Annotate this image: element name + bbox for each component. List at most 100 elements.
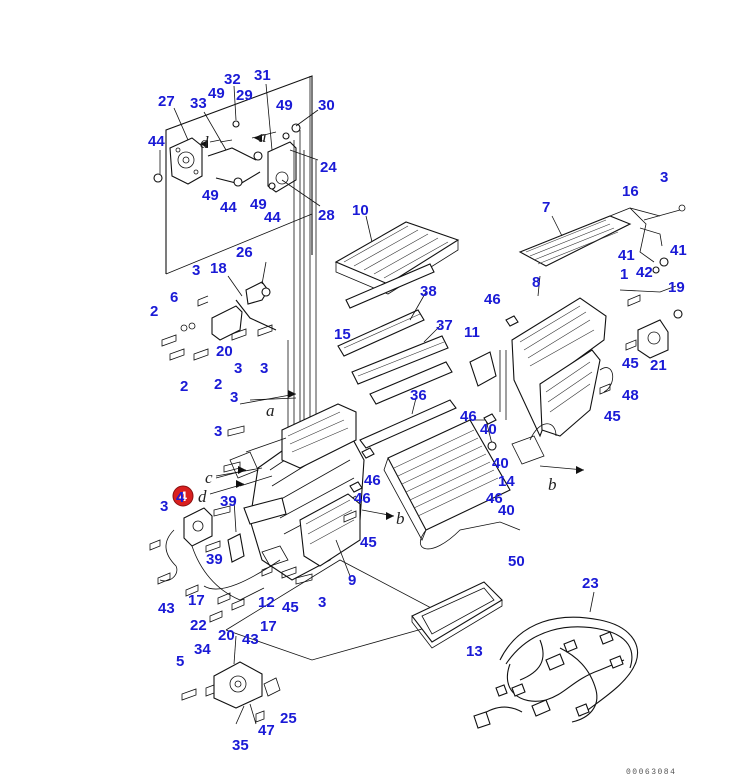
callout-15: 15 [334, 326, 351, 343]
lower-servo-group [181, 559, 456, 725]
callout-20: 20 [218, 627, 235, 644]
callout-20: 20 [216, 343, 233, 360]
callout-45: 45 [360, 534, 377, 551]
callout-43: 43 [158, 600, 175, 617]
callout-49: 49 [276, 97, 293, 114]
callout-25: 25 [280, 710, 297, 727]
callout-48: 48 [622, 387, 639, 404]
filter-panels [334, 215, 460, 449]
callout-10: 10 [352, 202, 369, 219]
callout-45: 45 [604, 408, 621, 425]
callout-3: 3 [160, 498, 168, 515]
callout-44: 44 [220, 199, 237, 216]
callout-3: 3 [230, 389, 238, 406]
callout-36: 36 [410, 387, 427, 404]
callout-39: 39 [206, 551, 223, 568]
small-parts [281, 315, 519, 579]
callout-3: 3 [234, 360, 242, 377]
callout-46: 46 [364, 472, 381, 489]
callout-39: 39 [220, 493, 237, 510]
callout-44: 44 [148, 133, 165, 150]
evaporator-core [383, 419, 521, 550]
callout-4: 4 [176, 489, 185, 506]
callout-50: 50 [508, 553, 525, 570]
callout-42: 42 [636, 264, 653, 281]
callout-49: 49 [202, 187, 219, 204]
callout-28: 28 [318, 207, 335, 224]
section-arrows [200, 134, 585, 520]
section-letter-a: a [266, 401, 275, 420]
section-letter-d-top: d [200, 133, 209, 152]
drawing-number: 00063084 [626, 768, 676, 777]
callout-35: 35 [232, 737, 249, 754]
callout-37: 37 [436, 317, 453, 334]
callout-2: 2 [180, 378, 188, 395]
callout-47: 47 [258, 722, 275, 739]
callout-1: 1 [620, 266, 628, 283]
callout-44: 44 [264, 209, 281, 226]
callout-41: 41 [618, 247, 635, 264]
callout-3: 3 [214, 423, 222, 440]
callout-45: 45 [282, 599, 299, 616]
callout-49: 49 [208, 85, 225, 102]
callout-14: 14 [498, 473, 515, 490]
callout-41: 41 [670, 242, 687, 259]
callout-38: 38 [420, 283, 437, 300]
highlighted-part-number: 4 [179, 488, 187, 504]
callout-13: 13 [466, 643, 483, 660]
section-letter-b-right: b [548, 475, 557, 494]
callout-24: 24 [320, 159, 337, 176]
callout-8: 8 [532, 274, 540, 291]
callout-3: 3 [192, 262, 200, 279]
callout-17: 17 [260, 618, 277, 635]
callout-46: 46 [354, 490, 371, 507]
damper-bracket-assembly [153, 75, 321, 275]
callout-33: 33 [190, 95, 207, 112]
servo-bracket-group [161, 261, 277, 361]
section-letter-c: c [205, 468, 213, 487]
heater-core-and-blower [469, 204, 686, 465]
highlighted-part-marker: 4 [172, 485, 194, 507]
callout-31: 31 [254, 67, 271, 84]
callout-2: 2 [150, 303, 158, 320]
callout-16: 16 [622, 183, 639, 200]
callout-18: 18 [210, 260, 227, 277]
callout-27: 27 [158, 93, 175, 110]
callout-32: 32 [224, 71, 241, 88]
callout-49: 49 [250, 196, 267, 213]
callout-3: 3 [318, 594, 326, 611]
callout-3: 3 [260, 360, 268, 377]
callout-46: 46 [486, 490, 503, 507]
callout-6: 6 [170, 289, 178, 306]
heater-case-assembly [213, 76, 365, 585]
callout-46: 46 [460, 408, 477, 425]
callout-30: 30 [318, 97, 335, 114]
callout-40: 40 [492, 455, 509, 472]
callout-19: 19 [668, 279, 685, 296]
section-letters: d a a c d b b [198, 127, 557, 528]
callout-11: 11 [464, 324, 480, 341]
callout-26: 26 [236, 244, 253, 261]
callout-2: 2 [214, 376, 222, 393]
callout-9: 9 [348, 572, 356, 589]
air-duct-frame [411, 581, 503, 649]
callout-34: 34 [194, 641, 211, 658]
callout-7: 7 [542, 199, 550, 216]
callout-12: 12 [258, 594, 275, 611]
section-letter-a-top: a [258, 127, 267, 146]
callout-43: 43 [242, 631, 259, 648]
callout-22: 22 [190, 617, 207, 634]
callout-5: 5 [176, 653, 184, 670]
callout-46: 46 [484, 291, 501, 308]
callout-40: 40 [480, 421, 497, 438]
callout-45: 45 [622, 355, 639, 372]
callout-21: 21 [650, 357, 667, 374]
actuator-and-sub-harness [149, 499, 289, 623]
callout-40: 40 [498, 502, 515, 519]
callout-29: 29 [236, 87, 253, 104]
section-letter-b: b [396, 509, 405, 528]
callout-17: 17 [188, 592, 205, 609]
main-wiring-harness [473, 591, 638, 729]
